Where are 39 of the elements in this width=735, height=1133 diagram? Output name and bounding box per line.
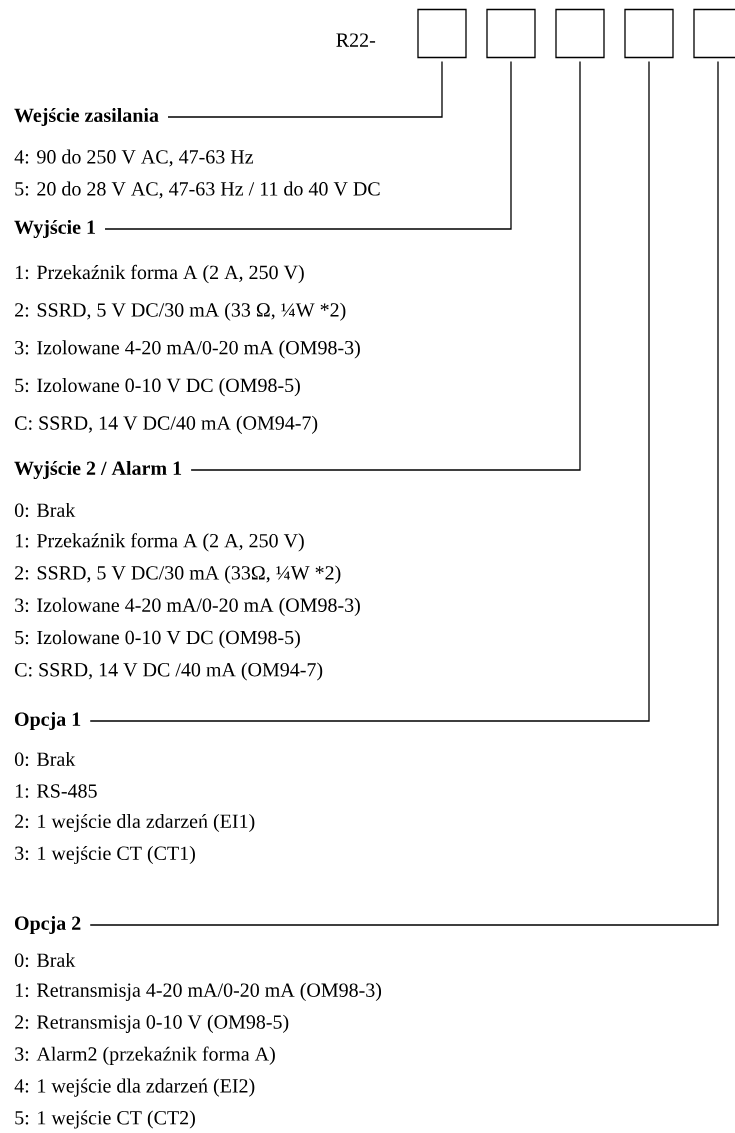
- leader-line: [104, 60, 512, 230]
- option-text: 0: Brak: [14, 952, 76, 968]
- section-heading: Wejście zasilania: [14, 107, 159, 127]
- option-text: 5: 1 wejście CT (CT2): [15, 1110, 195, 1129]
- option-text: C: SSRD, 14 V DC /40 mA (OM94-7): [15, 662, 323, 681]
- option-text: 3: Izolowane 4-20 mA/0-20 mA (OM98-3): [15, 340, 360, 359]
- option-text: C: SSRD, 14 V DC/40 mA (OM94-7): [15, 415, 318, 434]
- option-text: 3: 1 wejście CT (CT1): [15, 845, 195, 865]
- option-text: 4: 90 do 250 V AC, 47-63 Hz: [14, 149, 254, 167]
- section-heading: Opcja 1: [15, 711, 81, 731]
- option-text: 3: Alarm2 (przekaźnik forma A): [15, 1046, 275, 1065]
- option-text: 0: Brak: [14, 502, 76, 518]
- option-text: 3: Izolowane 4-20 mA/0-20 mA (OM98-3): [15, 597, 360, 616]
- option-text: 1: Przekaźnik forma A (2 A, 250 V): [15, 264, 304, 284]
- code-box: [624, 8, 674, 59]
- option-text: 2: SSRD, 5 V DC/30 mA (33Ω, ¼W *2): [15, 565, 341, 584]
- option-text: 2: Retransmisja 0-10 V (OM98-5): [15, 1014, 289, 1033]
- code-box: [555, 8, 605, 59]
- section-heading: Wyjście 1: [14, 219, 95, 239]
- leader-line: [190, 60, 581, 471]
- option-text: 1: RS-485: [15, 784, 97, 798]
- option-text: 1: Retransmisja 4-20 mA/0-20 mA (OM98-3): [15, 982, 382, 1001]
- option-text: 0: Brak: [14, 751, 76, 767]
- option-text: 5: 20 do 28 V AC, 47-63 Hz / 11 do 40 V DC: [15, 181, 380, 199]
- leader-line: [89, 60, 650, 722]
- option-text: 5: Izolowane 0-10 V DC (OM98-5): [15, 378, 300, 397]
- code-prefix: R22-: [336, 33, 376, 47]
- code-box: [417, 8, 467, 59]
- leader-line: [167, 60, 443, 118]
- leader-line: [89, 60, 719, 926]
- code-box: [693, 8, 735, 59]
- option-text: 5: Izolowane 0-10 V DC (OM98-5): [15, 630, 300, 649]
- option-text: 1: Przekaźnik forma A (2 A, 250 V): [15, 533, 304, 552]
- section-heading: Wyjście 2 / Alarm 1: [14, 460, 182, 480]
- option-text: 4: 1 wejście dla zdarzeń (EI2): [14, 1078, 255, 1097]
- section-heading: Opcja 2: [15, 915, 81, 935]
- option-text: 2: 1 wejście dla zdarzeń (EI1): [15, 813, 255, 833]
- code-box: [486, 8, 536, 59]
- option-text: 2: SSRD, 5 V DC/30 mA (33 Ω, ¼W *2): [15, 302, 346, 321]
